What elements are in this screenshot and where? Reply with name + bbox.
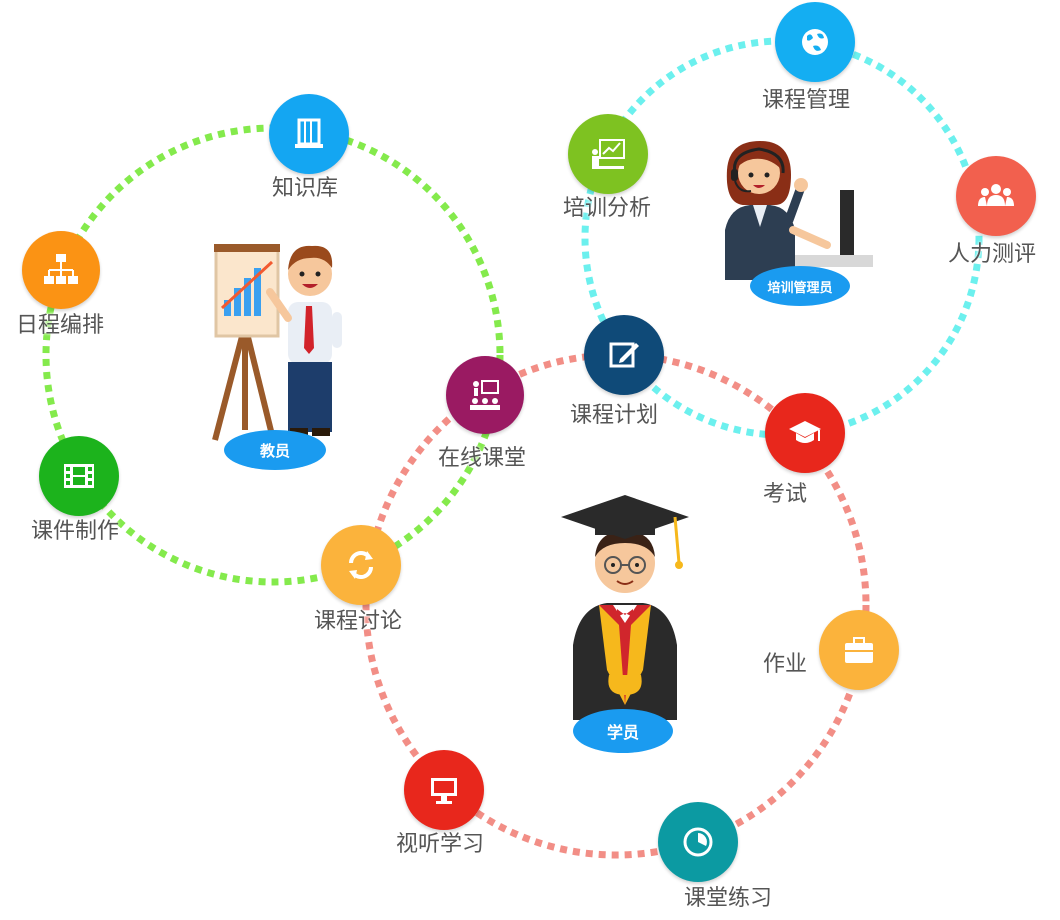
classroom-icon <box>470 380 500 410</box>
courseware-node[interactable] <box>39 436 119 516</box>
org-chart-icon <box>44 254 78 284</box>
training-analysis-node[interactable] <box>568 114 648 194</box>
course-mgmt-node[interactable] <box>775 2 855 82</box>
edit-icon <box>609 342 639 368</box>
refresh-icon <box>349 551 373 579</box>
exam-label: 考试 <box>763 482 808 507</box>
online-class-node[interactable] <box>446 356 524 434</box>
course-mgmt-label: 课程管理 <box>762 88 851 113</box>
globe-icon <box>802 29 828 55</box>
class-exercise-label: 课堂练习 <box>684 886 773 911</box>
course-plan-node[interactable] <box>584 315 664 395</box>
group-users-icon <box>978 184 1014 206</box>
exam-node[interactable] <box>765 393 845 473</box>
briefcase-icon <box>845 637 873 663</box>
graduation-cap-icon <box>789 421 821 443</box>
teacher-figure <box>200 230 360 450</box>
student-role-badge: 学员 <box>573 709 673 753</box>
training-analysis-label: 培训分析 <box>563 196 652 221</box>
av-learning-label: 视听学习 <box>396 832 485 857</box>
knowledge-base-label: 知识库 <box>272 176 339 201</box>
book-stack-icon <box>295 118 323 148</box>
av-learning-node[interactable] <box>404 750 484 830</box>
discussion-label: 课程讨论 <box>314 609 403 634</box>
hr-assessment-node[interactable] <box>956 156 1036 236</box>
teacher-role-badge: 教员 <box>224 430 326 470</box>
course-plan-label: 课程计划 <box>570 403 659 428</box>
admin-figure <box>705 135 880 280</box>
online-class-label: 在线课堂 <box>438 446 527 471</box>
knowledge-base-node[interactable] <box>269 94 349 174</box>
pie-clock-icon <box>683 827 713 857</box>
film-strip-icon <box>64 464 94 488</box>
hr-assessment-label: 人力测评 <box>948 242 1037 267</box>
monitor-icon <box>431 778 457 804</box>
schedule-node[interactable] <box>22 231 100 309</box>
class-exercise-node[interactable] <box>658 802 738 882</box>
student-figure <box>555 495 695 720</box>
ring-student <box>362 351 870 859</box>
homework-label: 作业 <box>763 652 808 677</box>
courseware-label: 课件制作 <box>31 519 120 544</box>
admin-role-badge: 培训管理员 <box>750 266 850 306</box>
discussion-node[interactable] <box>321 525 401 605</box>
homework-node[interactable] <box>819 610 899 690</box>
presentation-chart-icon <box>592 139 625 169</box>
schedule-label: 日程编排 <box>16 313 105 338</box>
